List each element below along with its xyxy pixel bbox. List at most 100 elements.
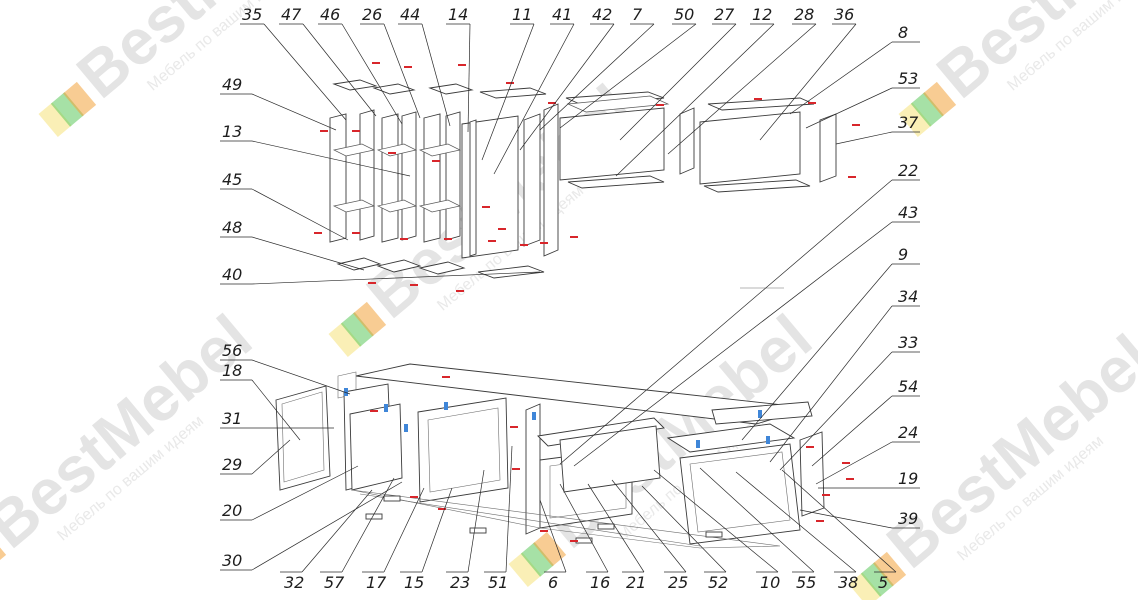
red-marker <box>314 232 322 234</box>
blue-marker <box>696 440 700 448</box>
red-marker <box>458 64 466 66</box>
red-marker <box>540 242 548 244</box>
blue-marker <box>344 388 348 396</box>
callout-right-34: 34 <box>898 287 918 306</box>
red-marker <box>498 228 506 230</box>
red-marker <box>548 102 556 104</box>
blue-marker <box>532 412 536 420</box>
red-marker <box>442 376 450 378</box>
red-marker <box>520 244 528 246</box>
red-marker <box>320 130 328 132</box>
red-marker <box>822 494 830 496</box>
red-marker <box>410 496 418 498</box>
callout-right-19: 19 <box>898 469 918 488</box>
callout-right-24: 24 <box>898 423 918 442</box>
callout-bottom-10: 10 <box>760 573 780 592</box>
callout-right-43: 43 <box>898 203 918 222</box>
red-marker <box>808 102 816 104</box>
callout-left-48: 48 <box>222 218 242 237</box>
callout-bottom-57: 57 <box>324 573 345 592</box>
callout-left-31: 31 <box>222 409 242 428</box>
red-marker <box>388 152 396 154</box>
red-marker <box>370 410 378 412</box>
red-marker <box>438 508 446 510</box>
callout-left-56: 56 <box>222 341 242 360</box>
red-marker <box>852 124 860 126</box>
callout-top-12: 12 <box>752 5 772 24</box>
red-marker <box>510 426 518 428</box>
callout-top-7: 7 <box>632 5 643 24</box>
red-marker <box>404 66 412 68</box>
red-marker <box>368 282 376 284</box>
blue-marker <box>766 436 770 444</box>
red-marker <box>754 98 762 100</box>
callout-top-44: 44 <box>400 5 420 24</box>
callout-left-45: 45 <box>222 170 242 189</box>
callout-left-30: 30 <box>222 551 242 570</box>
callout-left-49: 49 <box>222 75 242 94</box>
red-marker <box>488 240 496 242</box>
red-marker <box>846 478 854 480</box>
red-marker <box>352 130 360 132</box>
callout-bottom-17: 17 <box>366 573 387 592</box>
callout-top-11: 11 <box>512 5 532 24</box>
callout-right-8: 8 <box>898 23 908 42</box>
red-marker <box>656 104 664 106</box>
callout-top-41: 41 <box>552 5 572 24</box>
red-marker <box>512 468 520 470</box>
callout-top-50: 50 <box>674 5 694 24</box>
callout-right-9: 9 <box>898 245 908 264</box>
callout-left-13: 13 <box>222 122 242 141</box>
callout-bottom-6: 6 <box>548 573 558 592</box>
callout-top-27: 27 <box>714 5 735 24</box>
callout-top-14: 14 <box>448 5 468 24</box>
red-marker <box>816 520 824 522</box>
callout-bottom-38: 38 <box>838 573 858 592</box>
callout-right-39: 39 <box>898 509 918 528</box>
callout-top-47: 47 <box>281 5 302 24</box>
callout-bottom-52: 52 <box>708 573 728 592</box>
callout-bottom-5: 5 <box>878 573 888 592</box>
callout-top-46: 46 <box>320 5 340 24</box>
blue-marker <box>444 402 448 410</box>
callout-bottom-21: 21 <box>626 573 646 592</box>
red-marker <box>570 540 578 542</box>
red-marker <box>456 290 464 292</box>
callout-bottom-55: 55 <box>796 573 816 592</box>
red-marker <box>482 206 490 208</box>
blue-marker <box>404 424 408 432</box>
callout-left-20: 20 <box>222 501 242 520</box>
callout-top-26: 26 <box>362 5 382 24</box>
blue-marker <box>758 410 762 418</box>
red-marker <box>570 236 578 238</box>
callout-left-40: 40 <box>222 265 242 284</box>
red-marker <box>410 284 418 286</box>
red-marker <box>400 238 408 240</box>
callout-bottom-51: 51 <box>488 573 508 592</box>
red-marker <box>842 462 850 464</box>
red-marker <box>848 176 856 178</box>
red-marker <box>352 232 360 234</box>
callout-top-28: 28 <box>794 5 814 24</box>
callout-top-42: 42 <box>592 5 612 24</box>
callout-right-33: 33 <box>898 333 918 352</box>
red-marker <box>540 530 548 532</box>
callout-bottom-32: 32 <box>284 573 304 592</box>
red-marker <box>372 62 380 64</box>
red-marker <box>432 160 440 162</box>
blue-marker <box>384 404 388 412</box>
callout-right-22: 22 <box>898 161 918 180</box>
watermark-brand: BestMebel <box>0 301 265 562</box>
callout-top-35: 35 <box>242 5 262 24</box>
red-marker <box>806 446 814 448</box>
red-marker <box>444 238 452 240</box>
callout-bottom-25: 25 <box>668 573 688 592</box>
callout-right-37: 37 <box>898 113 919 132</box>
red-marker <box>506 82 514 84</box>
callout-right-54: 54 <box>898 377 918 396</box>
